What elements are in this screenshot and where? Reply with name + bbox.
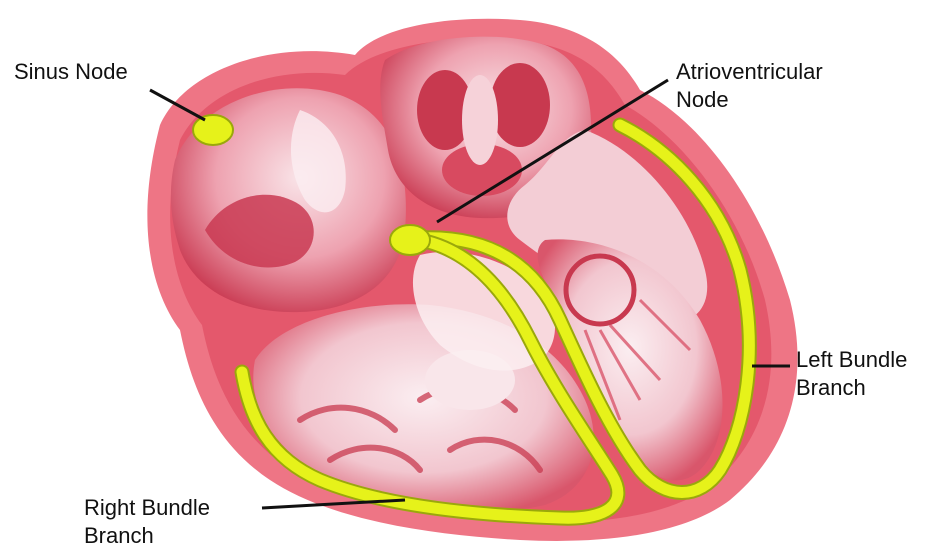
right-bundle-label-line-2: Branch — [84, 522, 210, 550]
left-bundle-label: Left Bundle Branch — [796, 346, 907, 402]
sinus-node-label: Sinus Node — [14, 58, 128, 86]
av-node-label-line-1: Atrioventricular — [676, 58, 823, 86]
av-node — [390, 225, 430, 255]
sinus-node — [193, 115, 233, 145]
av-node-label: Atrioventricular Node — [676, 58, 823, 114]
sinus-node-label-text: Sinus Node — [14, 59, 128, 84]
left-bundle-label-line-1: Left Bundle — [796, 346, 907, 374]
right-bundle-label: Right Bundle Branch — [84, 494, 210, 550]
aortic-valve-cusp-2 — [490, 63, 550, 147]
left-bundle-label-line-2: Branch — [796, 374, 907, 402]
right-bundle-label-line-1: Right Bundle — [84, 494, 210, 522]
av-node-label-line-2: Node — [676, 86, 823, 114]
aortic-valve-center — [462, 75, 498, 165]
